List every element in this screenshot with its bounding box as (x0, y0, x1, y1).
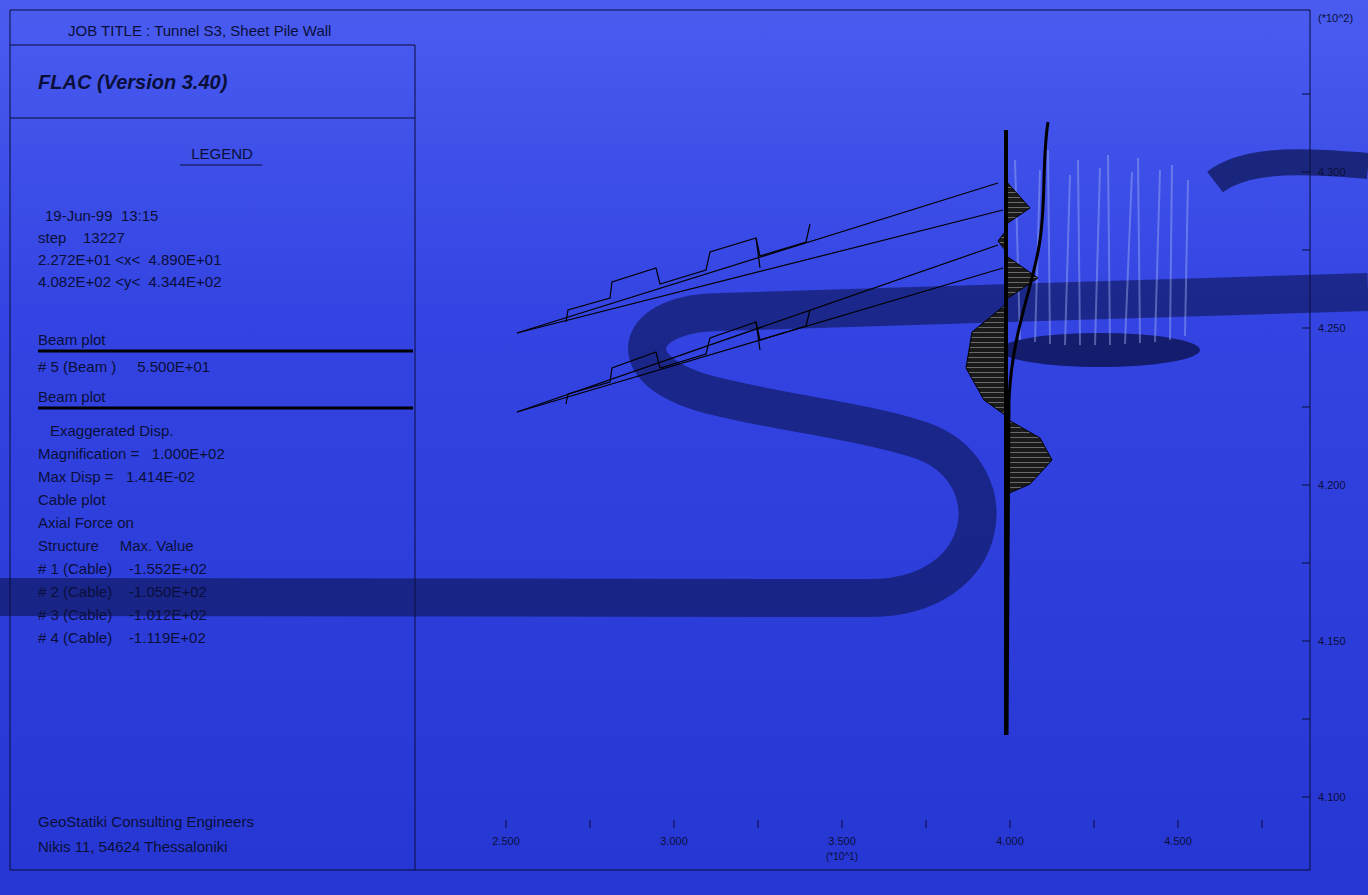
grass (1015, 150, 1188, 345)
axis-label: 4.300 (1318, 166, 1346, 179)
displaced-shape (1007, 122, 1048, 735)
axis-label: 2.500 (492, 835, 520, 848)
axis-label: (*10^2) (1318, 12, 1353, 25)
frame (10, 10, 1310, 870)
job-title: JOB TITLE : Tunnel S3, Sheet Pile Wall (68, 22, 331, 40)
cable-anchors (517, 183, 1003, 412)
legend-text: Beam plot (38, 388, 106, 406)
axis-label: 4.150 (1318, 635, 1346, 648)
axis-ticks (506, 94, 1310, 828)
legend-text: Nikis 11, 54624 Thessaloniki (38, 838, 228, 856)
legend-text: step 13227 (38, 229, 125, 247)
legend-text: # 3 (Cable) -1.012E+02 (38, 606, 207, 624)
legend-text: Beam plot (38, 331, 106, 349)
legend-text: # 4 (Cable) -1.119E+02 (38, 629, 206, 647)
legend-rule (38, 407, 413, 410)
axis-label: 4.250 (1318, 322, 1346, 335)
legend-rule (38, 350, 413, 353)
s-channel (0, 292, 1368, 598)
axis-label: 4.200 (1318, 479, 1346, 492)
legend-underline (180, 165, 262, 166)
legend-text: Structure Max. Value (38, 537, 194, 555)
axis-label: (*10^1) (826, 851, 858, 863)
legend-text: # 2 (Cable) -1.050E+02 (38, 583, 207, 601)
legend-text: Exaggerated Disp. (50, 422, 173, 440)
legend-text: LEGEND (191, 145, 253, 163)
legend-text: 4.082E+02 <y< 4.344E+02 (38, 273, 222, 291)
legend-text: # 1 (Cable) -1.552E+02 (38, 560, 207, 578)
legend-text: Magnification = 1.000E+02 (38, 445, 225, 463)
axis-label: 4.000 (996, 835, 1024, 848)
legend-text: 19-Jun-99 13:15 (45, 207, 158, 225)
legend-text: Cable plot (38, 491, 106, 509)
legend-text: Axial Force on (38, 514, 134, 532)
axis-label: 3.500 (828, 835, 856, 848)
axis-label: 4.500 (1164, 835, 1192, 848)
channel-arc (1215, 162, 1368, 182)
legend-text: # 5 (Beam ) 5.500E+01 (38, 358, 210, 376)
legend-text: FLAC (Version 3.40) (38, 70, 227, 94)
legend-text: 2.272E+01 <x< 4.890E+01 (38, 251, 222, 269)
legend-text: Max Disp = 1.414E-02 (38, 468, 195, 486)
legend-text: GeoStatiki Consulting Engineers (38, 813, 254, 831)
axis-label: 4.100 (1318, 791, 1346, 804)
axis-label: 3.000 (660, 835, 688, 848)
